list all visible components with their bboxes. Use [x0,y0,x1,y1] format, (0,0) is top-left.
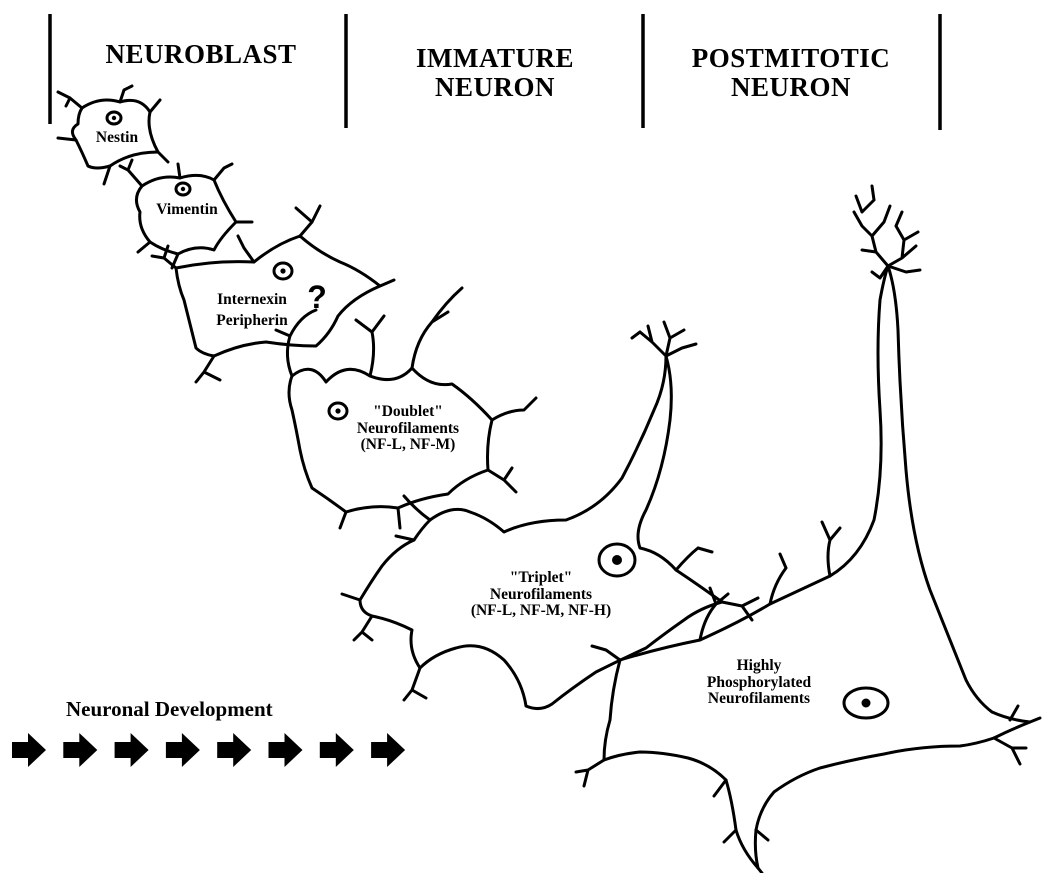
right-arrow-icon [217,733,251,767]
stage-label-immature-neuron: IMMATURE NEURON [352,44,638,102]
right-arrow-icon [269,733,303,767]
right-arrow-icon [115,733,149,767]
right-arrow-icon [320,733,354,767]
cell-label-phosphorylated: Highly Phosphorylated Neurofilaments [686,658,832,708]
cell-label-nestin: Nestin [80,130,154,147]
right-arrow-icon [12,733,46,767]
phospho-cell [576,186,1040,873]
cell-label-doublet: "Doublet" Neurofilaments (NF-L, NF-M) [344,404,472,454]
cell-label-triplet: "Triplet" Neurofilaments (NF-L, NF-M, NF… [446,570,636,620]
stage-label-postmitotic-neuron: POSTMITOTIC NEURON [648,44,934,102]
development-title: Neuronal Development [66,698,273,721]
cell-label-internexin-peripherin: Internexin Peripherin [196,292,308,329]
stage-label-neuroblast: NEUROBLAST [62,40,340,69]
triplet-cell [342,322,758,709]
right-arrow-icon [371,733,405,767]
right-arrow-icon [166,733,200,767]
right-arrow-icon [63,733,97,767]
cell-label-vimentin: Vimentin [144,202,230,219]
development-arrow-row [12,733,405,767]
question-mark: ? [302,280,332,315]
